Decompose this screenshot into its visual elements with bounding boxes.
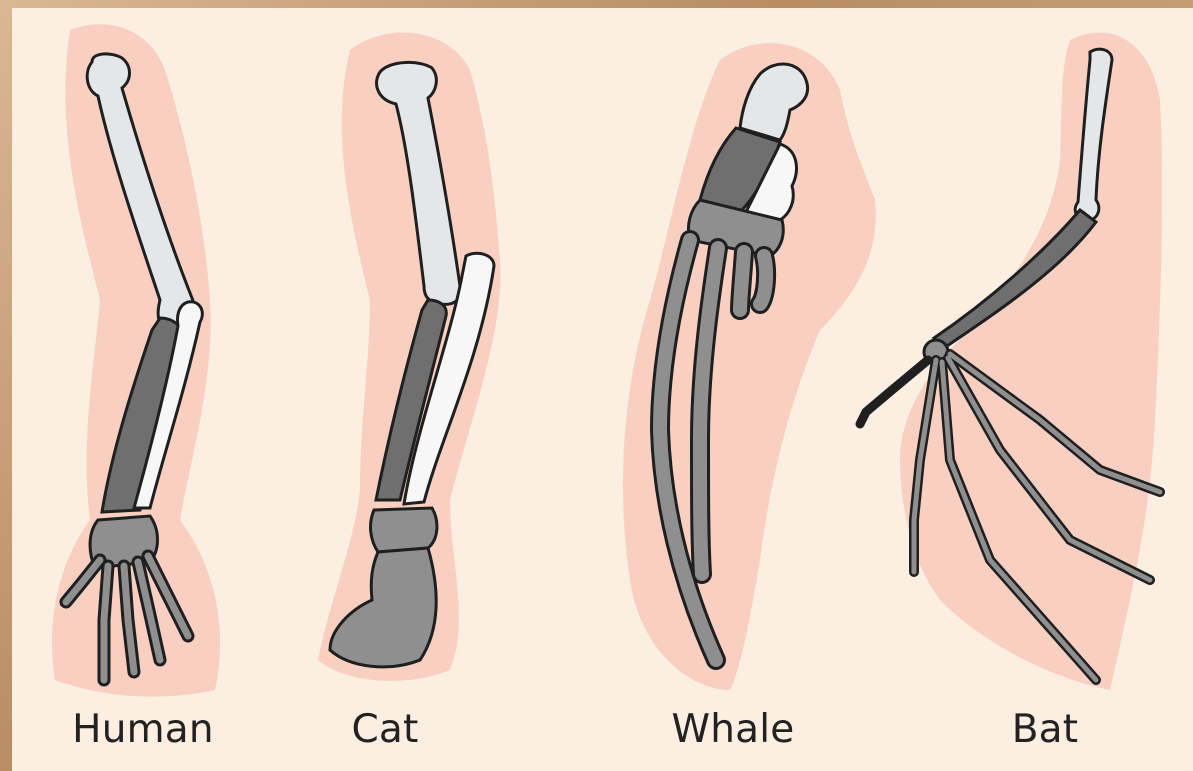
cat-carpals — [371, 508, 437, 552]
human-limb — [52, 24, 220, 696]
label-human: Human — [58, 704, 228, 756]
whale-limb — [623, 43, 876, 690]
cat-limb — [318, 33, 500, 681]
label-cat: Cat — [330, 704, 440, 756]
label-bat: Bat — [990, 704, 1100, 756]
label-whale: Whale — [648, 704, 818, 756]
bat-limb — [860, 33, 1162, 691]
